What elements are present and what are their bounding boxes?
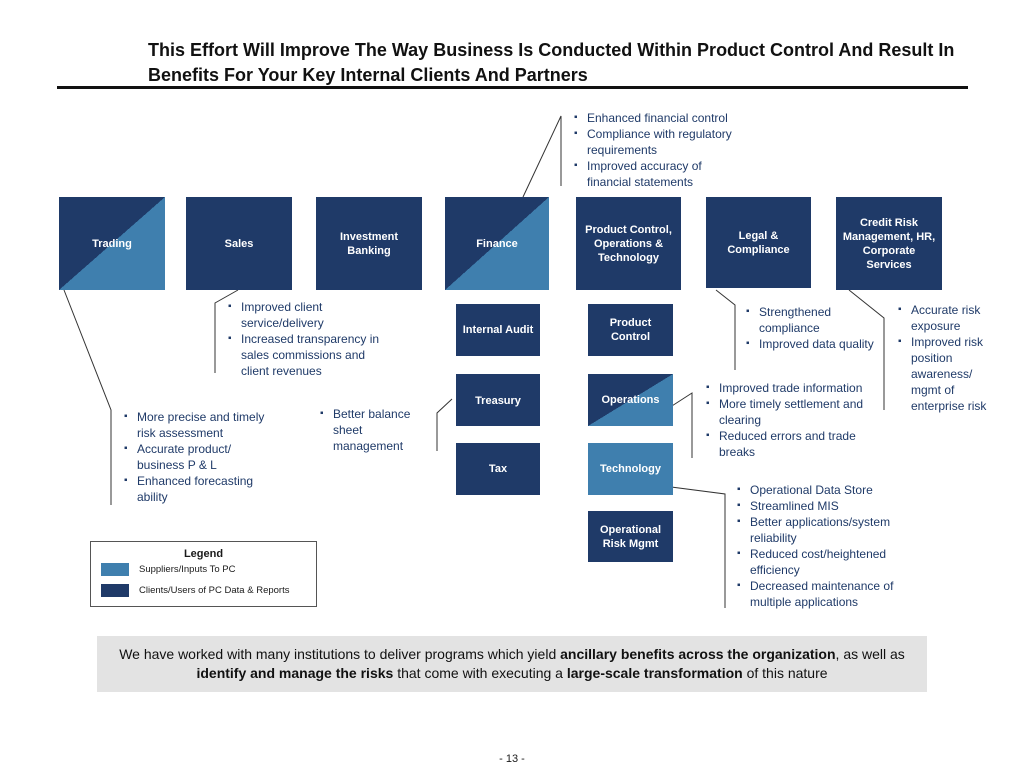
legend: Legend Suppliers/Inputs To PC Clients/Us…: [90, 541, 317, 607]
banner-bold-2: identify and manage the risks: [196, 665, 394, 681]
banner-text-2: , as well as: [835, 646, 905, 662]
list-item: Decreased maintenance of multiple applic…: [737, 578, 915, 610]
list-item: More precise and timely risk assessment: [124, 409, 279, 441]
tax-label: Tax: [488, 463, 508, 475]
treasury-bullets: Better balance sheet management: [320, 406, 424, 454]
credit-risk-callout-line: [848, 289, 885, 410]
list-item: Improved data quality: [746, 336, 874, 352]
page-number: - 13 -: [499, 753, 525, 765]
finance-box: Finance: [445, 197, 549, 290]
legal-callout-line: [715, 289, 736, 370]
list-item: Reduced errors and trade breaks: [706, 428, 884, 460]
credit-risk-box: Credit Risk Management, HR, Corporate Se…: [836, 197, 942, 290]
list-item: Increased transparency in sales commissi…: [228, 331, 396, 379]
operations-bullets: Improved trade information More timely s…: [706, 380, 884, 460]
banner-text-1: We have worked with many institutions to…: [119, 646, 561, 662]
title-divider: [57, 86, 968, 89]
list-item: Accurate product/ business P & L: [124, 441, 279, 473]
legend-title: Legend: [183, 548, 224, 560]
legend-swatch-clients: [101, 584, 129, 597]
list-item: Reduced cost/heightened efficiency: [737, 546, 915, 578]
legal-bullets: Strengthened compliance Improved data qu…: [746, 304, 874, 352]
banner-text-3: that come with executing a: [393, 665, 567, 681]
list-item: Improved trade information: [706, 380, 884, 396]
page-title: This Effort Will Improve The Way Busines…: [148, 40, 955, 85]
operational-risk-label: Operational Risk Mgmt: [599, 523, 662, 550]
summary-banner: We have worked with many institutions to…: [97, 636, 927, 692]
internal-audit-label: Internal Audit: [462, 324, 534, 336]
list-item: Accurate risk exposure: [898, 302, 1002, 334]
banner-bold-3: large-scale transformation: [566, 665, 743, 681]
list-item: Improved accuracy of financial statement…: [574, 158, 744, 190]
product-control-label: Product Control: [609, 317, 652, 343]
technology-box: Technology: [588, 443, 673, 495]
internal-audit-box: Internal Audit: [456, 304, 540, 356]
list-item: Enhanced forecasting ability: [124, 473, 279, 505]
pc-ops-tech-box: Product Control, Operations & Technology: [576, 197, 681, 290]
list-item: Enhanced financial control: [574, 110, 744, 126]
list-item: Streamlined MIS: [737, 498, 915, 514]
technology-callout-line: [647, 483, 726, 608]
sales-bullets: Improved client service/delivery Increas…: [228, 299, 396, 379]
sales-label: Sales: [224, 237, 254, 250]
trading-callout-line: [63, 289, 112, 505]
pc-ops-tech-label: Product Control, Operations & Technology: [585, 223, 672, 264]
list-item: Operational Data Store: [737, 482, 915, 498]
legend-swatch-suppliers: [101, 563, 129, 576]
treasury-callout-line: [436, 398, 453, 451]
credit-risk-bullets: Accurate risk exposure Improved risk pos…: [898, 302, 1002, 414]
trading-box: Trading: [59, 197, 165, 290]
list-item: Improved client service/delivery: [228, 299, 396, 331]
treasury-label: Treasury: [475, 395, 521, 407]
credit-risk-label: Credit Risk Management, HR, Corporate Se…: [842, 216, 936, 271]
legal-compliance-label: Legal & Compliance: [727, 229, 790, 256]
investment-banking-box: Investment Banking: [316, 197, 422, 290]
legend-label-clients: Clients/Users of PC Data & Reports: [139, 585, 290, 596]
summary-text: We have worked with many institutions to…: [97, 645, 927, 683]
technology-bullets: Operational Data Store Streamlined MIS B…: [737, 482, 915, 610]
list-item: Better balance sheet management: [320, 406, 424, 454]
list-item: Better applications/system reliability: [737, 514, 915, 546]
finance-callout-line: [522, 115, 562, 198]
list-item: Improved risk position awareness/ mgmt o…: [898, 334, 1002, 414]
legal-compliance-box: Legal & Compliance: [706, 197, 811, 288]
finance-bullets: Enhanced financial control Compliance wi…: [574, 110, 744, 190]
tax-box: Tax: [456, 443, 540, 495]
operations-label: Operations: [601, 394, 660, 406]
trading-label: Trading: [92, 237, 132, 250]
list-item: Strengthened compliance: [746, 304, 874, 336]
technology-label: Technology: [600, 463, 661, 475]
list-item: More timely settlement and clearing: [706, 396, 884, 428]
sales-callout-line: [214, 289, 239, 373]
operational-risk-box: Operational Risk Mgmt: [588, 511, 673, 562]
banner-text-4: of this nature: [742, 665, 828, 681]
finance-label: Finance: [476, 237, 518, 250]
product-control-box: Product Control: [588, 304, 673, 356]
list-item: Compliance with regulatory requirements: [574, 126, 744, 158]
investment-banking-label: Investment Banking: [339, 230, 399, 257]
banner-bold-1: ancillary benefits across the organizati…: [560, 646, 836, 662]
legend-label-suppliers: Suppliers/Inputs To PC: [139, 564, 236, 575]
treasury-box: Treasury: [456, 374, 540, 426]
operations-box: Operations: [588, 374, 673, 426]
sales-box: Sales: [186, 197, 292, 290]
trading-bullets: More precise and timely risk assessment …: [124, 409, 279, 505]
